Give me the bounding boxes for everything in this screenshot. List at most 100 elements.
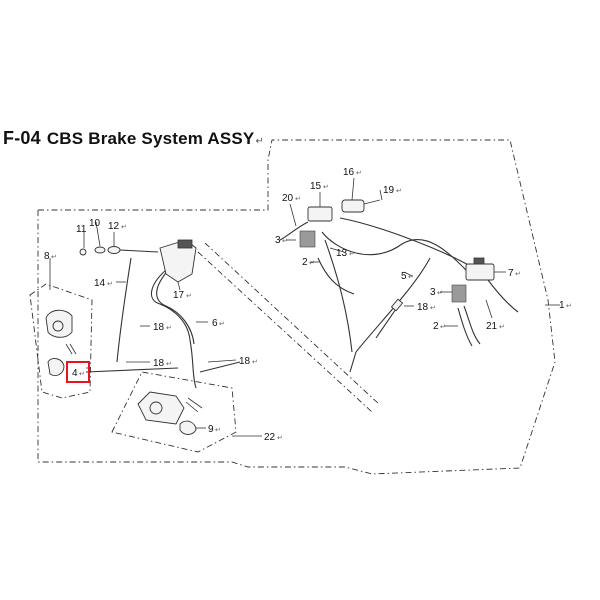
label-4: 4 xyxy=(72,368,78,379)
part-number-labels: 1↵ 2↵ 2↵ 3↵ 3↵ 5↵ 6↵ 7↵ 8↵ 9↵ 10 11 12↵ … xyxy=(44,167,572,443)
reservoir-16 xyxy=(341,199,365,213)
fitting-12 xyxy=(107,246,121,254)
label-16: 16 xyxy=(343,167,355,178)
rear-caliper-piston xyxy=(149,401,163,415)
hose-18-right xyxy=(375,305,399,339)
svg-text:↵: ↵ xyxy=(430,305,436,312)
label-11: 11 xyxy=(76,224,87,235)
label-8: 8 xyxy=(44,251,50,262)
label-3-right: 3 xyxy=(430,287,436,298)
label-13: 13 xyxy=(336,248,348,259)
leader-lines xyxy=(49,177,560,437)
master-cylinder-15 xyxy=(307,206,333,222)
distributor-bracket xyxy=(177,239,193,249)
label-15: 15 xyxy=(310,181,322,192)
title-name: CBS Brake System ASSY xyxy=(46,129,255,148)
cap-7 xyxy=(473,257,485,265)
svg-text:↵: ↵ xyxy=(295,196,301,203)
outer-assembly-boundary xyxy=(37,139,556,475)
wire-right-switch xyxy=(457,307,473,347)
rear-caliper-group-boundary xyxy=(111,371,237,453)
svg-text:↵: ↵ xyxy=(396,188,402,195)
bolt-11 xyxy=(79,248,87,256)
caliper-piston xyxy=(52,320,64,332)
svg-text:↵: ↵ xyxy=(252,359,258,366)
label-1: 1 xyxy=(559,300,565,311)
svg-text:↵: ↵ xyxy=(282,238,288,245)
strip-boundary-lower xyxy=(197,251,373,413)
strip-boundary-upper xyxy=(204,242,381,406)
wire-right-switch-b xyxy=(463,305,481,345)
title-code: F-04 xyxy=(3,128,41,148)
label-18-a: 18 xyxy=(153,322,165,333)
svg-text:↵: ↵ xyxy=(121,224,127,231)
svg-text:↵: ↵ xyxy=(219,321,225,328)
label-20: 20 xyxy=(282,193,294,204)
label-2-left: 2 xyxy=(302,257,308,268)
label-2-right: 2 xyxy=(433,321,439,332)
label-21: 21 xyxy=(486,321,498,332)
switch-3-left xyxy=(299,230,316,248)
label-18-c: 18 xyxy=(239,356,251,367)
highlighted-part-4[interactable]: 4 ↵ xyxy=(66,361,90,383)
switch-3-right xyxy=(451,284,467,303)
svg-text:↵: ↵ xyxy=(323,184,329,191)
label-22: 22 xyxy=(264,432,276,443)
label-18-b: 18 xyxy=(153,358,165,369)
rear-pad-pin xyxy=(185,397,203,413)
hose-top-left xyxy=(119,249,159,253)
svg-text:↵: ↵ xyxy=(51,254,57,261)
brake-pad-4 xyxy=(47,358,65,377)
cable-5 xyxy=(321,231,467,271)
svg-text:↵: ↵ xyxy=(515,271,521,278)
svg-text:↵: ↵ xyxy=(79,371,85,378)
hose-13 xyxy=(339,217,471,267)
brake-pad-9 xyxy=(179,420,197,435)
hose-to-center-a xyxy=(324,239,353,353)
label-5: 5 xyxy=(401,271,407,282)
svg-text:↵: ↵ xyxy=(277,435,283,442)
label-18-d: 18 xyxy=(417,302,429,313)
svg-text:↵: ↵ xyxy=(440,324,446,331)
label-10: 10 xyxy=(89,218,101,229)
label-19: 19 xyxy=(383,185,395,196)
label-12: 12 xyxy=(108,221,120,232)
fitting-18-right xyxy=(390,298,404,312)
label-3-left: 3 xyxy=(275,235,281,246)
svg-text:↵: ↵ xyxy=(499,324,505,331)
svg-text:↵: ↵ xyxy=(408,274,414,281)
svg-text:↵: ↵ xyxy=(349,251,355,258)
svg-text:↵: ↵ xyxy=(186,293,192,300)
svg-text:↵: ↵ xyxy=(356,170,362,177)
svg-text:↵: ↵ xyxy=(166,325,172,332)
brake-hose-14 xyxy=(116,257,132,363)
brake-pipe-lower xyxy=(199,361,241,373)
highlight-box xyxy=(66,361,90,383)
svg-text:↵: ↵ xyxy=(566,303,572,310)
svg-text:↵: ↵ xyxy=(215,427,221,434)
hose-center-down xyxy=(349,351,357,373)
pad-pin xyxy=(65,343,77,355)
label-6: 6 xyxy=(212,318,218,329)
label-17: 17 xyxy=(173,290,185,301)
label-9: 9 xyxy=(208,424,214,435)
svg-text:↵: ↵ xyxy=(166,361,172,368)
clamp-19 xyxy=(363,199,381,205)
label-7: 7 xyxy=(508,268,514,279)
brake-pipe-main xyxy=(85,367,179,373)
caliper-group-boundary xyxy=(29,283,93,399)
wire-left-switch xyxy=(317,257,355,295)
title-mark: ↵ xyxy=(255,136,265,147)
washer-10 xyxy=(94,246,106,254)
master-cylinder-7 xyxy=(465,263,495,281)
diagram-title: F-04 CBS Brake System ASSY↵ xyxy=(3,128,264,149)
lever-21 xyxy=(487,279,519,313)
lever-20 xyxy=(279,221,309,241)
brake-hose-6 xyxy=(150,269,197,389)
svg-text:↵: ↵ xyxy=(309,260,315,267)
label-14: 14 xyxy=(94,278,106,289)
svg-text:↵: ↵ xyxy=(437,290,443,297)
svg-text:↵: ↵ xyxy=(107,281,113,288)
brake-hose-6b xyxy=(156,267,195,345)
